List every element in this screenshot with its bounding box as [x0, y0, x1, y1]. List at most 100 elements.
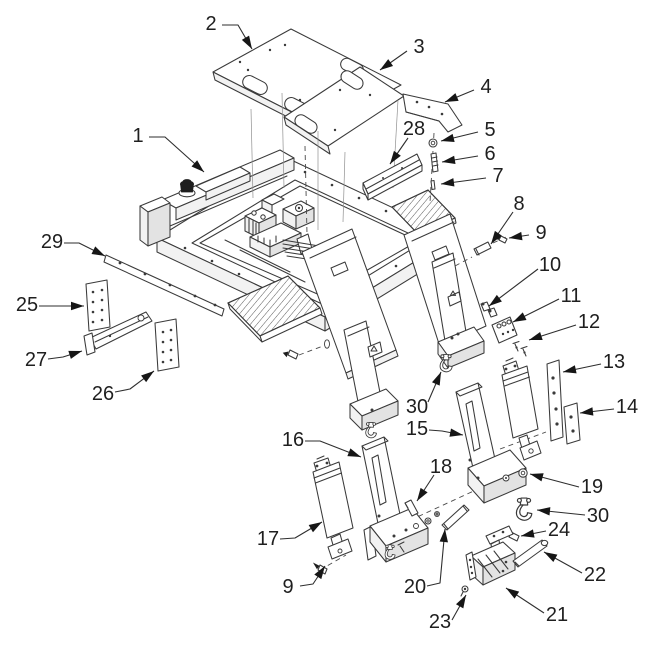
hydraulic-valve-blocks — [244, 193, 334, 264]
leader-arrowhead-icon — [191, 160, 204, 172]
leader-arrowhead-icon — [308, 522, 322, 533]
callout-14: 14 — [579, 396, 638, 418]
leader-arrowhead-icon — [491, 230, 502, 244]
callout-21: 21 — [505, 587, 568, 626]
part-number-8: 8 — [513, 193, 524, 215]
rail-28 — [362, 153, 423, 201]
callout-5: 5 — [440, 119, 496, 143]
grab-hook-30 — [515, 497, 533, 521]
callout-18: 18 — [416, 456, 452, 502]
callout-30: 30 — [406, 371, 442, 418]
leg-15 — [455, 382, 527, 504]
part-number-5: 5 — [484, 119, 495, 141]
clevis-pin-18 — [404, 499, 419, 517]
callout-4: 4 — [444, 76, 492, 103]
leader-arrowhead-icon — [141, 371, 154, 383]
part-number-9: 9 — [282, 576, 293, 598]
callout-12: 12 — [528, 311, 600, 341]
callout-27: 27 — [25, 349, 83, 371]
tread-grate-left — [227, 275, 323, 343]
part-number-27: 27 — [25, 349, 47, 371]
part-number-1: 1 — [132, 125, 143, 147]
leader-arrowhead-icon — [537, 507, 551, 516]
retaining-ring-19 — [518, 468, 528, 478]
fastener-stack-5-6-7 — [428, 132, 439, 204]
part-number-26: 26 — [92, 383, 114, 405]
callout-11: 11 — [512, 285, 582, 323]
part-number-17: 17 — [257, 528, 279, 550]
part-number-6: 6 — [484, 143, 495, 165]
jack-bracket-21 — [465, 525, 516, 586]
part-number-20: 20 — [404, 576, 426, 598]
leader-arrowhead-icon — [71, 301, 84, 311]
part-number-19: 19 — [581, 476, 603, 498]
terminal-block-11 — [491, 316, 518, 344]
callout-3: 3 — [379, 36, 425, 71]
leader-arrowhead-icon — [521, 529, 535, 538]
part-number-22: 22 — [584, 564, 606, 586]
part-number-2: 2 — [205, 13, 216, 35]
leader-arrowhead-icon — [449, 428, 463, 437]
callout-9: 9 — [508, 222, 547, 244]
callout-9: 9 — [282, 565, 326, 598]
leader-arrowhead-icon — [530, 473, 544, 482]
callout-2: 2 — [205, 13, 253, 50]
strap-13 — [546, 359, 564, 442]
side-plate-25 — [85, 279, 111, 332]
callout-29: 29 — [41, 231, 106, 257]
leg-16 — [361, 436, 429, 563]
part-number-30: 30 — [587, 505, 609, 527]
pivot-pin-20 — [441, 504, 470, 531]
callout-20: 20 — [404, 528, 448, 598]
part-number-3: 3 — [413, 36, 424, 58]
part-number-15: 15 — [406, 418, 428, 440]
attached-leg-front — [343, 320, 399, 439]
part-number-13: 13 — [603, 351, 625, 373]
support-bracket-4 — [402, 93, 463, 133]
part-number-11: 11 — [561, 285, 582, 307]
strap-axis-line — [499, 431, 547, 450]
leader-line — [149, 136, 205, 173]
leader-arrowhead-icon — [489, 294, 502, 306]
part-number-16: 16 — [282, 429, 304, 451]
callout-30: 30 — [536, 505, 609, 527]
part-number-9: 9 — [535, 222, 546, 244]
leader-arrowhead-icon — [442, 155, 456, 165]
leader-arrowhead-icon — [441, 178, 455, 187]
callout-1: 1 — [132, 125, 205, 173]
callout-6: 6 — [441, 143, 496, 165]
callout-16: 16 — [282, 429, 362, 458]
callout-24: 24 — [520, 519, 570, 541]
leader-arrowhead-icon — [580, 407, 594, 416]
part-number-12: 12 — [578, 311, 600, 333]
leader-arrowhead-icon — [445, 93, 459, 102]
leader-line — [305, 440, 362, 458]
clamp-pins-12 — [512, 340, 528, 357]
part-number-21: 21 — [546, 604, 568, 626]
cylinder-17 — [312, 455, 354, 560]
part-number-14: 14 — [616, 396, 638, 418]
part-number-24: 24 — [548, 519, 570, 541]
part-number-25: 25 — [16, 294, 38, 316]
callout-25: 25 — [16, 294, 84, 316]
callout-7: 7 — [440, 165, 504, 187]
cap-knob — [178, 179, 196, 198]
callout-23: 23 — [429, 594, 467, 633]
part-number-4: 4 — [480, 76, 491, 98]
part-number-23: 23 — [429, 611, 451, 633]
part-number-7: 7 — [492, 165, 503, 187]
grab-hook-icon — [365, 421, 377, 439]
leader-arrowhead-icon — [347, 448, 361, 457]
callout-17: 17 — [257, 521, 323, 550]
leader-arrowhead-icon — [506, 588, 520, 599]
leader-arrowhead-icon — [68, 350, 82, 359]
leader-line — [426, 528, 446, 587]
leg-mount-assembly — [282, 213, 487, 439]
part-number-10: 10 — [539, 254, 561, 276]
cylinder-right-of-leg-15 — [501, 357, 542, 461]
plate-14 — [563, 402, 581, 445]
callout-19: 19 — [529, 473, 603, 498]
leader-arrowhead-icon — [563, 365, 577, 374]
part-number-28: 28 — [403, 118, 425, 140]
